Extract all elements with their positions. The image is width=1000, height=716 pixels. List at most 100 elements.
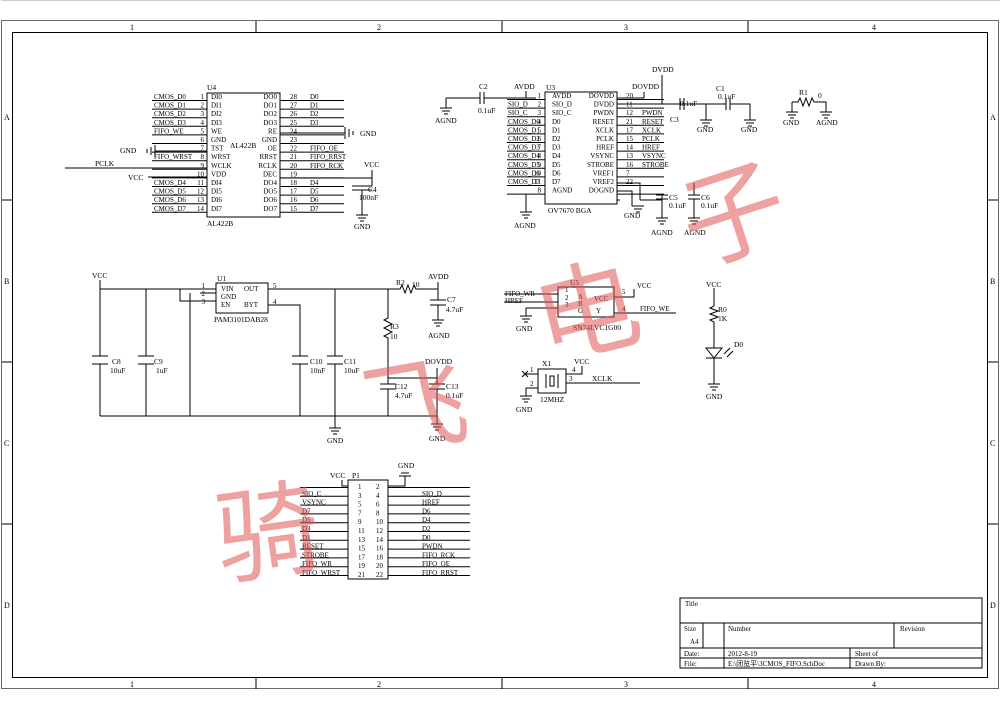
title-label: Title <box>685 600 698 608</box>
u4-left-pin-net: CMOS_D3 <box>154 119 186 127</box>
u3-ref: U3 <box>546 83 555 92</box>
u3-right-pin-name: DOVDD <box>589 92 614 100</box>
u3-left-pin-num: 11 <box>534 178 541 186</box>
p1-left-net: VSYNC <box>302 499 326 507</box>
p1-right-net: FIFO_RCK <box>422 551 455 559</box>
x1-pin-num: 3 <box>569 375 573 383</box>
c10-value: 10nF <box>310 366 325 375</box>
u4-left-pin-num: 12 <box>197 188 205 196</box>
u4-right-pin-net: FIFO_OE <box>310 145 338 153</box>
u4-right-pin-num: 23 <box>290 136 298 144</box>
u4-right-pin-name: DO1 <box>263 102 277 110</box>
c3-ref: C3 <box>670 115 679 124</box>
u5-pin-num: 1 <box>565 286 569 294</box>
u3-left-pin-num: 6 <box>538 135 542 143</box>
u4-left-pin-net: FIFO_WE <box>154 127 184 135</box>
u4-right-pin-num: 28 <box>290 93 298 101</box>
u4-gnd-right-symbol <box>280 127 354 139</box>
u4-left-pin-net: FIFO_WRST <box>154 153 193 161</box>
c13-gnd-label: GND <box>429 434 446 443</box>
u3-left-pin-name: AVDD <box>552 92 571 100</box>
c12-net-label: DOVDD <box>425 357 453 366</box>
r0-vcc-label: VCC <box>706 280 721 289</box>
u4-left-pin-num: 8 <box>201 153 205 161</box>
p1-right-net: SIO_D <box>422 490 442 498</box>
u3-dovdd-label: DOVDD <box>632 82 660 91</box>
u3-right-pin-num: 17 <box>626 126 634 134</box>
c7-value: 4.7uF <box>446 305 463 314</box>
u4-left-pin-name: DI3 <box>211 119 222 127</box>
u1-gnd-symbol <box>329 427 341 435</box>
u4-right-pin-net: FIFO_RCK <box>310 162 343 170</box>
c2-ref: C2 <box>479 82 488 91</box>
p1-left-net: D1 <box>302 534 311 542</box>
u4-left-pin-num: 1 <box>201 93 205 101</box>
u5-pin-net: FIFO_WE <box>640 305 670 313</box>
c11-value: 10uF <box>344 366 359 375</box>
revision-label: Revision <box>900 625 925 633</box>
x1-body <box>537 368 567 394</box>
date-label: Date: <box>684 650 699 658</box>
c5-value: 0.1uF <box>669 201 686 210</box>
p1-right-net: D6 <box>422 507 431 515</box>
u3-right-pin-net: HREF <box>642 144 660 152</box>
c9-value: 1uF <box>156 366 168 375</box>
u4-right-pin-net: D4 <box>310 179 319 187</box>
p1-pin-b: 6 <box>376 501 380 509</box>
p1-right-net: PWDN <box>422 543 443 551</box>
u3-right-pin-name: VSYNC <box>590 152 614 160</box>
p1-pin-b: 16 <box>376 545 384 553</box>
p1-right-net: HREF <box>422 499 440 507</box>
x1-gnd-label: GND <box>516 405 533 414</box>
c2-value: 0.1uF <box>478 106 495 115</box>
u3-right-pin-name: VREF1 <box>593 169 615 177</box>
p1-gnd-label: GND <box>398 461 415 470</box>
r0-value: 1K <box>718 314 728 323</box>
u3-left-pin-net: CMOS_D7 <box>508 178 540 186</box>
c1-value: 0.1uF <box>718 92 735 101</box>
power-caps <box>92 355 343 365</box>
u4-right-pin-name: DO5 <box>263 188 277 196</box>
u4-right-pin-name: RRST <box>259 153 277 161</box>
p1-left-net: FIFO_WR <box>302 560 332 568</box>
u4-right-pin-num: 18 <box>290 179 298 187</box>
u3-right-pin-num: 21 <box>626 118 634 126</box>
u3-right-pin-num: 11 <box>626 101 633 109</box>
u4-right-pin-net: D7 <box>310 205 319 213</box>
u3-right-pin-num: 14 <box>626 144 634 152</box>
u3-right-pin-num: 20 <box>626 92 634 100</box>
u3-right-pin-net: PCLK <box>642 135 660 143</box>
p1-pin-a: 5 <box>358 501 362 509</box>
u1-part: PAM3101DAB28 <box>214 315 268 324</box>
u4-right-pin-net: D5 <box>310 188 319 196</box>
u4-right-pin-num: 17 <box>290 188 298 196</box>
zone-row-d-left: D <box>4 601 10 610</box>
p1-right-net: FIFO_OE <box>422 560 450 568</box>
u3-right-pin-net: XCLK <box>642 126 661 134</box>
u1-pin-num: 4 <box>273 298 277 306</box>
r2-ref: R2 <box>396 278 405 287</box>
u4-right-pin-name: DEC <box>263 170 277 178</box>
zone-col-2-top: 2 <box>377 23 381 32</box>
x1-pin-num: 1 <box>530 366 534 374</box>
c13-value: 0.1uF <box>446 391 463 400</box>
u5-pin-name: Y <box>596 307 601 315</box>
p1-pin-a: 21 <box>358 571 366 579</box>
u3-left-pin-name: D2 <box>552 135 561 143</box>
u4-left-pin-name: VDD <box>211 170 226 178</box>
u4-right-pin-net: D6 <box>310 196 319 204</box>
u4-right-pin-num: 24 <box>290 127 298 135</box>
r1-resistor: R1 0 GND AGND <box>783 88 838 127</box>
outer-frame <box>1 20 999 689</box>
c8-value: 10uF <box>110 366 125 375</box>
u4-right-pin-net: FIFO_RRST <box>310 153 347 161</box>
u4-left-pin-num: 2 <box>201 102 205 110</box>
zone-col-2-bottom: 2 <box>377 680 381 689</box>
p1-pin-b: 4 <box>376 492 380 500</box>
u4-left-pin-name: GND <box>211 136 226 144</box>
